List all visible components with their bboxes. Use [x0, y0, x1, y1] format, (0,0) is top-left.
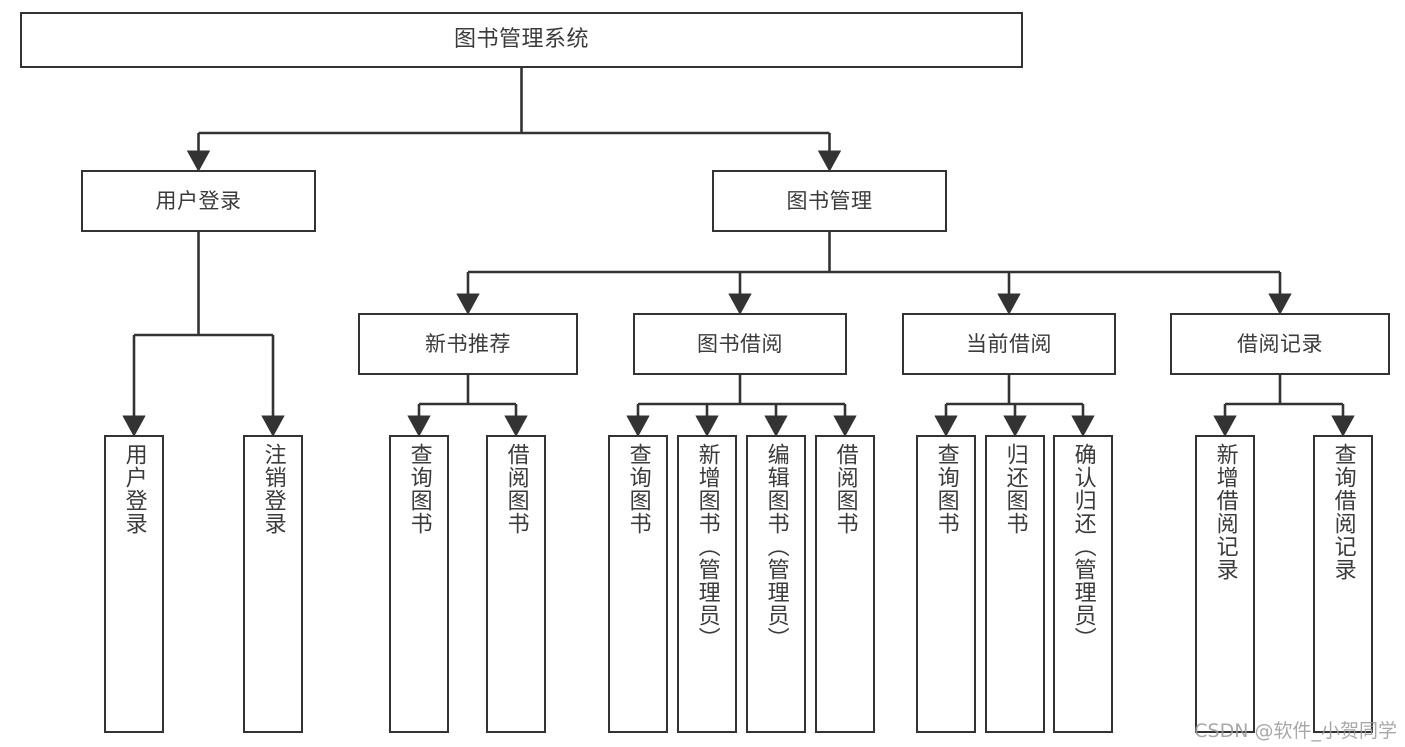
node-leaf-user-logout[interactable]: 注销登录 — [243, 435, 303, 733]
node-book-manage[interactable]: 图书管理 — [712, 170, 947, 232]
node-label: 用户登录 — [121, 443, 147, 535]
node-label: 查询图书 — [625, 443, 651, 535]
watermark-label: CSDN @软件_小贺同学 — [1194, 720, 1397, 742]
node-label: 图书借阅 — [697, 331, 783, 356]
node-leaf-query-record[interactable]: 查询借阅记录 — [1313, 435, 1373, 733]
node-leaf-borrow-book-2[interactable]: 借阅图书 — [815, 435, 875, 733]
node-label: 查询借阅记录 — [1330, 443, 1356, 581]
node-book-borrow[interactable]: 图书借阅 — [633, 313, 847, 375]
node-label: 新书推荐 — [425, 331, 511, 356]
node-leaf-confirm-return[interactable]: 确认归还（管理员） — [1053, 435, 1113, 733]
node-user-login[interactable]: 用户登录 — [81, 170, 316, 232]
node-label: 归还图书 — [1002, 443, 1028, 535]
node-leaf-query-book-1[interactable]: 查询图书 — [389, 435, 449, 733]
node-label: 确认归还（管理员） — [1070, 443, 1096, 650]
node-leaf-query-book-3[interactable]: 查询图书 — [916, 435, 976, 733]
node-leaf-add-record[interactable]: 新增借阅记录 — [1195, 435, 1255, 733]
node-leaf-user-login[interactable]: 用户登录 — [104, 435, 164, 733]
node-label: 注销登录 — [260, 443, 286, 535]
node-label: 图书管理 — [786, 188, 873, 213]
node-label: 查询图书 — [406, 443, 432, 535]
node-root[interactable]: 图书管理系统 — [20, 12, 1023, 68]
node-label: 编辑图书（管理员） — [763, 443, 789, 650]
node-label: 新增借阅记录 — [1212, 443, 1238, 581]
node-label: 当前借阅 — [966, 331, 1052, 356]
node-label: 用户登录 — [155, 188, 242, 213]
node-leaf-edit-book[interactable]: 编辑图书（管理员） — [746, 435, 806, 733]
node-label: 借阅图书 — [832, 443, 858, 535]
node-leaf-borrow-book-1[interactable]: 借阅图书 — [486, 435, 546, 733]
node-leaf-query-book-2[interactable]: 查询图书 — [608, 435, 668, 733]
node-current-borrow[interactable]: 当前借阅 — [902, 313, 1116, 375]
node-label: 借阅记录 — [1237, 331, 1323, 356]
node-leaf-return-book[interactable]: 归还图书 — [985, 435, 1045, 733]
node-label: 查询图书 — [933, 443, 959, 535]
node-borrow-record[interactable]: 借阅记录 — [1170, 313, 1390, 375]
node-leaf-add-book[interactable]: 新增图书（管理员） — [677, 435, 737, 733]
node-label: 借阅图书 — [503, 443, 529, 535]
node-label: 新增图书（管理员） — [694, 443, 720, 650]
node-label: 图书管理系统 — [453, 27, 589, 53]
node-new-book-recommend[interactable]: 新书推荐 — [358, 313, 578, 375]
